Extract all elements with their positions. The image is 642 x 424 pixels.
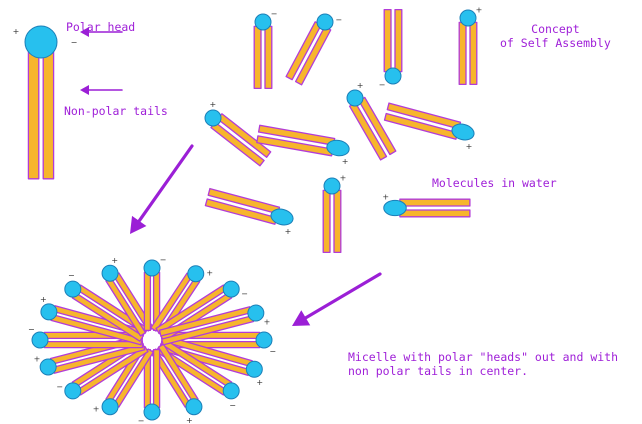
polar-head [324, 178, 340, 194]
nonpolar-tail [254, 26, 261, 88]
charge-sign: + [40, 295, 47, 304]
micelle-caption: Micelle with polar "heads" out and with … [348, 350, 618, 378]
polar-head [144, 404, 160, 420]
polar-head [25, 26, 57, 58]
charge-sign: − [241, 290, 248, 299]
nonpolar-tail [384, 10, 391, 72]
nonpolar-tail [459, 22, 466, 84]
arrow-to-micelle-right-shaft [304, 274, 380, 319]
polar-head [460, 10, 476, 26]
nonpolar-tail [43, 51, 53, 179]
charge-sign: − [271, 9, 278, 18]
charge-sign: + [34, 355, 41, 364]
charge-sign: + [342, 157, 349, 166]
charge-sign: + [256, 378, 263, 387]
polar-head [186, 399, 202, 415]
polar-head [102, 265, 118, 281]
charge-sign: + [285, 227, 292, 236]
polar-head [223, 383, 239, 399]
nonpolar-tails-label: Non-polar tails [64, 104, 168, 118]
charge-sign: − [269, 347, 276, 356]
polar-head [205, 110, 221, 126]
polar-head [102, 399, 118, 415]
concept-title: Concept of Self Assembly [500, 22, 611, 50]
nonpolar-tail [470, 22, 477, 84]
polar-head [385, 68, 401, 84]
nonpolar-tail [28, 51, 38, 179]
charge-sign: + [357, 81, 364, 90]
polar-head [248, 305, 264, 321]
charge-sign: − [138, 417, 145, 424]
arrow-to-micelle-left-shaft [138, 146, 192, 222]
charge-sign: + [382, 192, 389, 201]
polar-head [32, 332, 48, 348]
charge-sign: − [335, 15, 342, 24]
nonpolar-tail [400, 210, 470, 217]
polar-head [384, 200, 407, 215]
arrow-to-micelle-left-head [130, 216, 146, 234]
nonpolar-tail [265, 26, 272, 88]
polar-head [40, 359, 56, 375]
nonpolar-tail [154, 350, 160, 408]
nonpolar-tail [44, 342, 142, 348]
nonpolar-tail [144, 272, 150, 330]
polar-head [223, 281, 239, 297]
charge-sign: + [186, 416, 193, 424]
charge-sign: + [264, 317, 271, 326]
tails-pointer-head [80, 85, 89, 95]
polar-head [255, 14, 271, 30]
charge-sign: − [160, 255, 167, 264]
charge-sign: + [466, 142, 473, 151]
polar-head [256, 332, 272, 348]
charge-sign: + [476, 5, 483, 14]
charge-sign: + [206, 269, 213, 278]
charge-sign: − [71, 38, 78, 47]
charge-sign: + [13, 27, 20, 36]
polar-head [65, 383, 81, 399]
nonpolar-tail [400, 199, 470, 206]
polar-head [188, 266, 204, 282]
polar-head [317, 14, 333, 30]
charge-sign: + [93, 404, 100, 413]
charge-sign: − [379, 81, 386, 90]
charge-sign: + [111, 256, 118, 265]
charge-sign: − [56, 382, 63, 391]
polar-head-label: Polar head [66, 20, 135, 34]
polar-head [41, 304, 57, 320]
polar-head [347, 90, 363, 106]
polar-head [144, 260, 160, 276]
charge-sign: + [340, 173, 347, 182]
charge-sign: − [68, 271, 75, 280]
nonpolar-tail [334, 190, 341, 252]
nonpolar-tail [323, 190, 330, 252]
polar-head [65, 281, 81, 297]
nonpolar-tail [395, 10, 402, 72]
charge-sign: − [229, 401, 236, 410]
molecules-in-water-label: Molecules in water [432, 176, 557, 190]
charge-sign: − [28, 325, 35, 334]
polar-head [246, 361, 262, 377]
charge-sign: + [210, 100, 217, 109]
